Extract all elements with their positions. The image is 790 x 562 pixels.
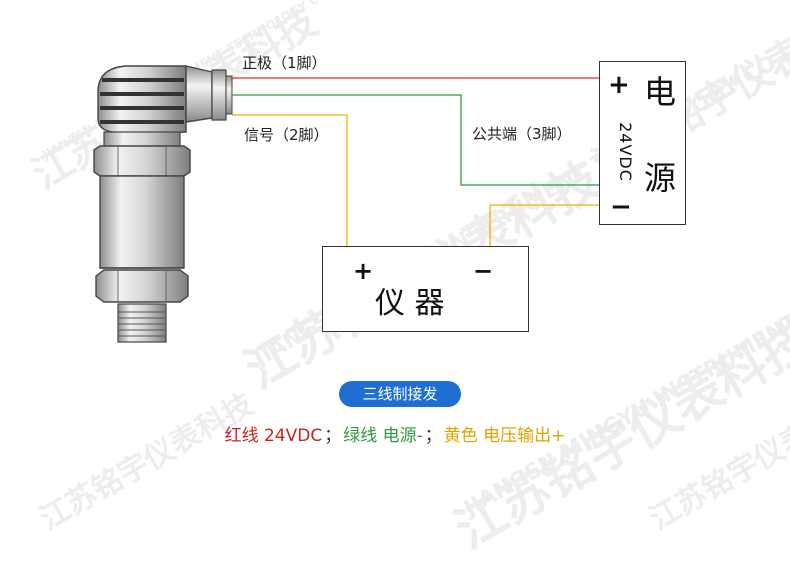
- legend-sep-2: ；: [424, 426, 442, 446]
- wiring-diagram: [93, 65, 600, 343]
- legend-sep-1: ；: [324, 426, 342, 446]
- sensor-connector: [97, 65, 233, 134]
- sensor-body: [99, 175, 185, 269]
- legend-yellow: 黄色 电压输出+: [443, 426, 566, 446]
- signal-wire-label: 信号（2脚）: [244, 126, 329, 144]
- caption-badge: 三线制接发: [339, 381, 461, 407]
- instrument-plus: +: [353, 257, 374, 285]
- legend-line: 红线 24VDC；绿线 电源-；黄色 电压输出+: [0, 421, 790, 446]
- positive-wire-label: 正极（1脚）: [242, 54, 327, 72]
- power-title-char1: 电: [644, 73, 677, 111]
- power-voltage: 24VDC: [616, 122, 635, 182]
- legend-red: 红线 24VDC: [224, 426, 323, 446]
- sensor-thread: [117, 303, 167, 343]
- instrument-title: 仪 器: [375, 286, 445, 321]
- power-title-char2: 源: [644, 159, 677, 197]
- power-supply-box: + − 24VDC 电 源: [599, 61, 686, 225]
- yellow-wire-return: [489, 204, 600, 246]
- legend-green: 绿线 电源-: [343, 426, 423, 446]
- power-minus: −: [610, 192, 632, 222]
- instrument-minus: −: [473, 257, 494, 285]
- power-plus: +: [608, 70, 630, 100]
- common-wire-label: 公共端（3脚）: [472, 125, 572, 143]
- instrument-box: + − 仪 器: [322, 246, 529, 332]
- sensor-hex-top: [93, 145, 191, 177]
- sensor-hex-bottom: [95, 269, 189, 303]
- green-wire: [232, 94, 600, 186]
- yellow-wire: [232, 114, 348, 246]
